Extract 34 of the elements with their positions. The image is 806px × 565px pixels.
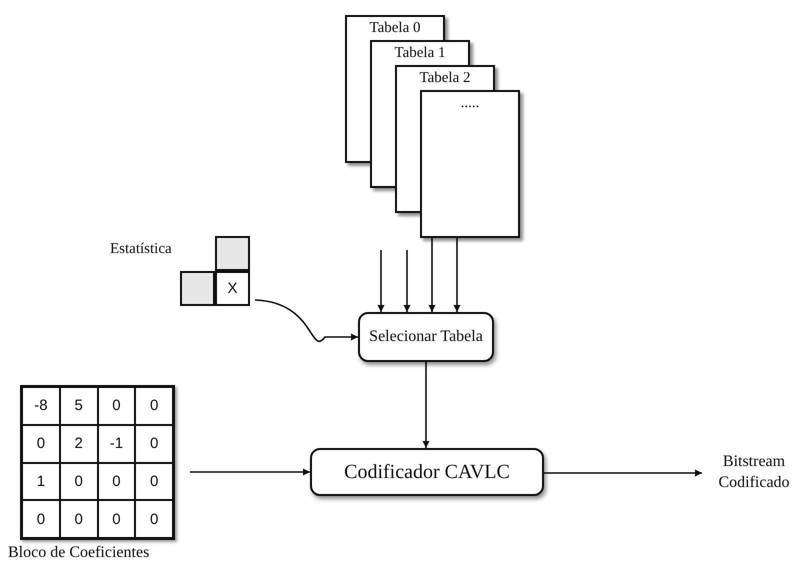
process-box: Selecionar Tabela (358, 312, 494, 362)
arrow (190, 468, 310, 476)
process-box: Codificador CAVLC (310, 448, 544, 496)
grid-cell: 2 (60, 424, 98, 462)
grid-cell: X (215, 271, 250, 306)
arrow (404, 250, 410, 312)
arrow (454, 238, 460, 312)
grid-cell: 0 (135, 462, 173, 500)
grid-cell: -8 (22, 387, 60, 425)
table-page: Tabela 2 (395, 65, 495, 90)
arrow (544, 470, 702, 476)
table-page: ..... (420, 90, 520, 238)
grid-cell: 0 (60, 462, 98, 500)
grid-cell: 0 (60, 500, 98, 538)
block-label: Estatística (110, 240, 172, 259)
grid-cell: 1 (22, 462, 60, 500)
grid-cell: 0 (98, 387, 136, 425)
grid-cell: 0 (98, 500, 136, 538)
arrow (422, 362, 430, 448)
grid-cell: 5 (60, 387, 98, 425)
arrow (254, 299, 358, 342)
table-page: Tabela 0 (345, 15, 445, 40)
output-label: Bitstream Codificado (717, 452, 791, 493)
grid-cell: 0 (135, 387, 173, 425)
arrow (378, 250, 384, 312)
grid-cell: -1 (98, 424, 136, 462)
block-label: Bloco de Coeficientes (8, 543, 150, 563)
arrow (428, 238, 436, 312)
table-page: Tabela 1 (370, 40, 470, 65)
grid-cell: 0 (135, 424, 173, 462)
grid-cell: 0 (22, 424, 60, 462)
grid-cell: 0 (135, 500, 173, 538)
grid-cell: 0 (22, 500, 60, 538)
grid-cell: 0 (98, 462, 136, 500)
